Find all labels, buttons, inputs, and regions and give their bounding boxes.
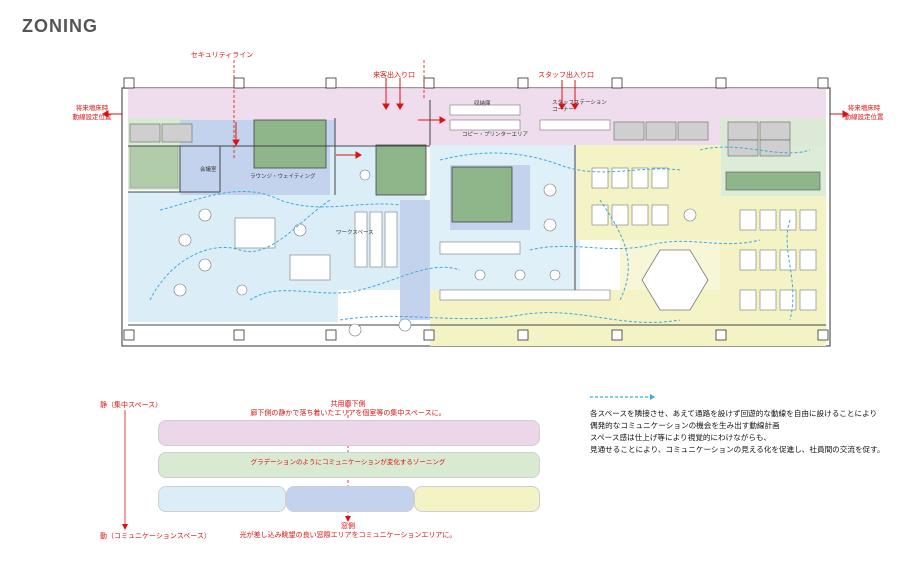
room-lounge-label: ラウンジ・ウェイティング: [250, 174, 316, 180]
meeting-room-3: [451, 166, 513, 223]
room-staff-label: スタッフステーション コーナー: [552, 100, 607, 113]
legend-line: 偶発的なコミュニケーションの機会を生み出す動線計画: [590, 421, 780, 430]
zone-bar-green: [158, 452, 540, 478]
hexagon-table: [641, 249, 709, 311]
legend-line: 見通せることにより、コミュニケーションの見える化を促進し、社員間の交流を促す。: [590, 445, 885, 454]
zone-blue-strip: [400, 200, 430, 320]
legend-description: 各スペースを隣接させ、あえて通路を設けず回遊的な動線を自由に設けることにより 偶…: [590, 408, 885, 456]
meeting-room-1: [253, 119, 327, 169]
room-workspace-label: ワークスペース: [336, 230, 374, 236]
left-dock-label: 将来増床時 動線設定位置: [72, 104, 112, 121]
visitor-entrance-label: 来客出入り口: [373, 71, 415, 79]
zone-yellow-mid: [576, 145, 721, 240]
room-storage-label: 収納庫: [474, 101, 491, 107]
right-dock-label: 将来増床時 動線設定位置: [844, 104, 884, 121]
diagram-bottom-label: 動（コミュニケーションスペース）: [100, 532, 211, 540]
corridor-label: 共用廊下側: [330, 400, 366, 408]
zone-bar-yellow: [414, 486, 540, 512]
zone-bar-lightblue: [158, 486, 286, 512]
zone-bar-blue: [286, 486, 414, 512]
legend-line: 各スペースを隣接させ、あえて通路を設けず回遊的な動線を自由に設けることにより: [590, 409, 878, 418]
meeting-room-2: [375, 144, 427, 196]
middle-desc: グラデーションのようにコミュニケーションが変化するゾーニング: [250, 458, 446, 466]
legend-line: スペース感は仕上げ等により視覚的にわけながらも、: [590, 433, 771, 442]
room-meeting-label: 会議室: [200, 167, 217, 173]
diagram-top-label: 静（集中スペース）: [100, 401, 163, 409]
window-desc: 光が差し込み眺望の良い窓際エリアをコミュニケーションエリアに。: [239, 531, 457, 539]
zone-bar-pink: [158, 420, 540, 446]
page-title: ZONING: [22, 16, 98, 36]
corridor-desc: 廊下側の静かで落ち着いたエリアを個室等の集中スペースに。: [250, 409, 446, 417]
window-label: 窓側: [341, 522, 355, 530]
staff-entrance-label: スタッフ出入り口: [538, 71, 594, 79]
room-print-label: コピー・プリンターエリア: [462, 132, 529, 138]
security-line-label: セキュリティライン: [190, 51, 254, 59]
